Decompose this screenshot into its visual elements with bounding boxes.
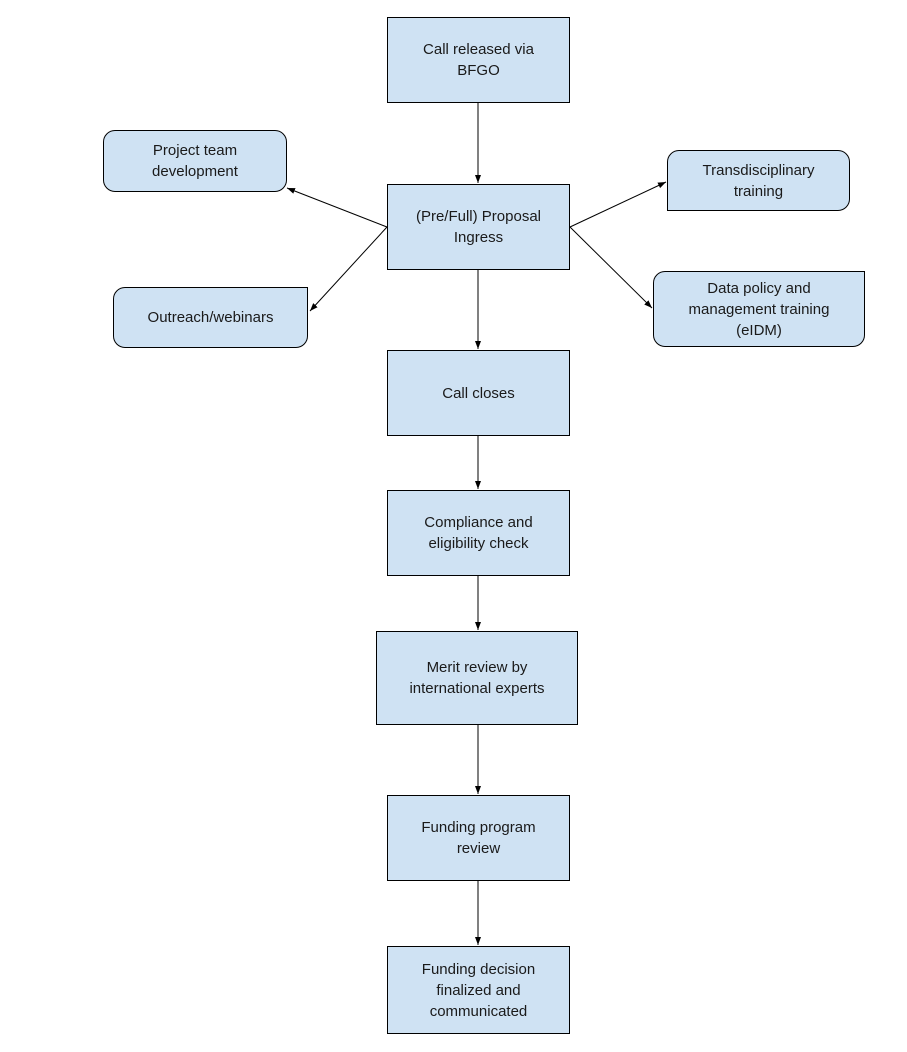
node-call-released: Call released via BFGO <box>387 17 570 103</box>
node-transdisciplinary-training-label: Transdisciplinary training <box>702 161 815 200</box>
node-funding-decision-label: Funding decision finalized and communica… <box>421 960 536 1020</box>
node-call-released-label: Call released via BFGO <box>423 41 534 79</box>
node-merit-review: Merit review by international experts <box>376 631 578 725</box>
arrow-proposal-ingress-to-transdisciplinary <box>569 181 667 228</box>
node-project-team-development: Project team development <box>103 130 287 192</box>
node-funding-decision: Funding decision finalized and communica… <box>387 946 570 1034</box>
node-proposal-ingress-label: (Pre/Full) Proposal Ingress <box>415 208 542 246</box>
node-data-policy-training: Data policy and management training (eID… <box>653 271 865 347</box>
arrow-proposal-ingress-to-data-policy <box>569 226 653 309</box>
node-funding-program-review-label: Funding program review <box>421 819 536 857</box>
node-call-closes-label: Call closes <box>442 384 515 402</box>
node-project-team-development-label: Project team development <box>152 142 238 180</box>
node-compliance-check-label: Compliance and eligibility check <box>424 514 533 552</box>
node-merit-review-label: Merit review by international experts <box>409 659 545 697</box>
node-transdisciplinary-training: Transdisciplinary training <box>667 150 850 211</box>
node-funding-program-review: Funding program review <box>387 795 570 881</box>
node-outreach-webinars-label: Outreach/webinars <box>147 309 274 326</box>
arrow-proposal-ingress-to-outreach <box>309 226 388 312</box>
node-data-policy-training-label: Data policy and management training (eID… <box>688 279 830 339</box>
node-proposal-ingress: (Pre/Full) Proposal Ingress <box>387 184 570 270</box>
arrow-proposal-ingress-to-project-team <box>286 187 388 228</box>
node-compliance-check: Compliance and eligibility check <box>387 490 570 576</box>
node-outreach-webinars: Outreach/webinars <box>113 287 308 348</box>
node-call-closes: Call closes <box>387 350 570 436</box>
